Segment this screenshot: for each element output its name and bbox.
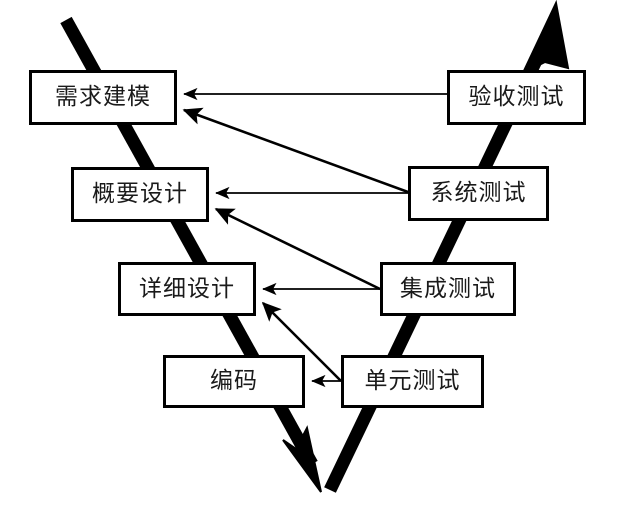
- node-requirements-modeling[interactable]: 需求建模: [29, 70, 177, 125]
- connector-integration-to-outline: [214, 207, 381, 291]
- node-outline-design[interactable]: 概要设计: [71, 167, 209, 222]
- node-integration-test[interactable]: 集成测试: [380, 262, 516, 316]
- connector-system-to-requirements: [182, 107, 409, 194]
- node-label-coding: 编码: [210, 368, 258, 394]
- node-label-outline-design: 概要设计: [92, 181, 188, 207]
- node-acceptance-test[interactable]: 验收测试: [447, 70, 586, 125]
- node-coding[interactable]: 编码: [163, 355, 305, 408]
- node-system-test[interactable]: 系统测试: [408, 166, 549, 221]
- connector-unit-to-detailed: [261, 301, 342, 382]
- node-label-acceptance-test: 验收测试: [468, 84, 565, 110]
- node-label-detailed-design: 详细设计: [139, 275, 235, 302]
- node-label-requirements-modeling: 需求建模: [55, 84, 151, 110]
- node-label-unit-test: 单元测试: [364, 368, 461, 394]
- node-label-integration-test: 集成测试: [400, 275, 496, 302]
- node-unit-test[interactable]: 单元测试: [341, 355, 484, 408]
- node-detailed-design[interactable]: 详细设计: [118, 262, 256, 316]
- node-label-system-test: 系统测试: [430, 180, 527, 206]
